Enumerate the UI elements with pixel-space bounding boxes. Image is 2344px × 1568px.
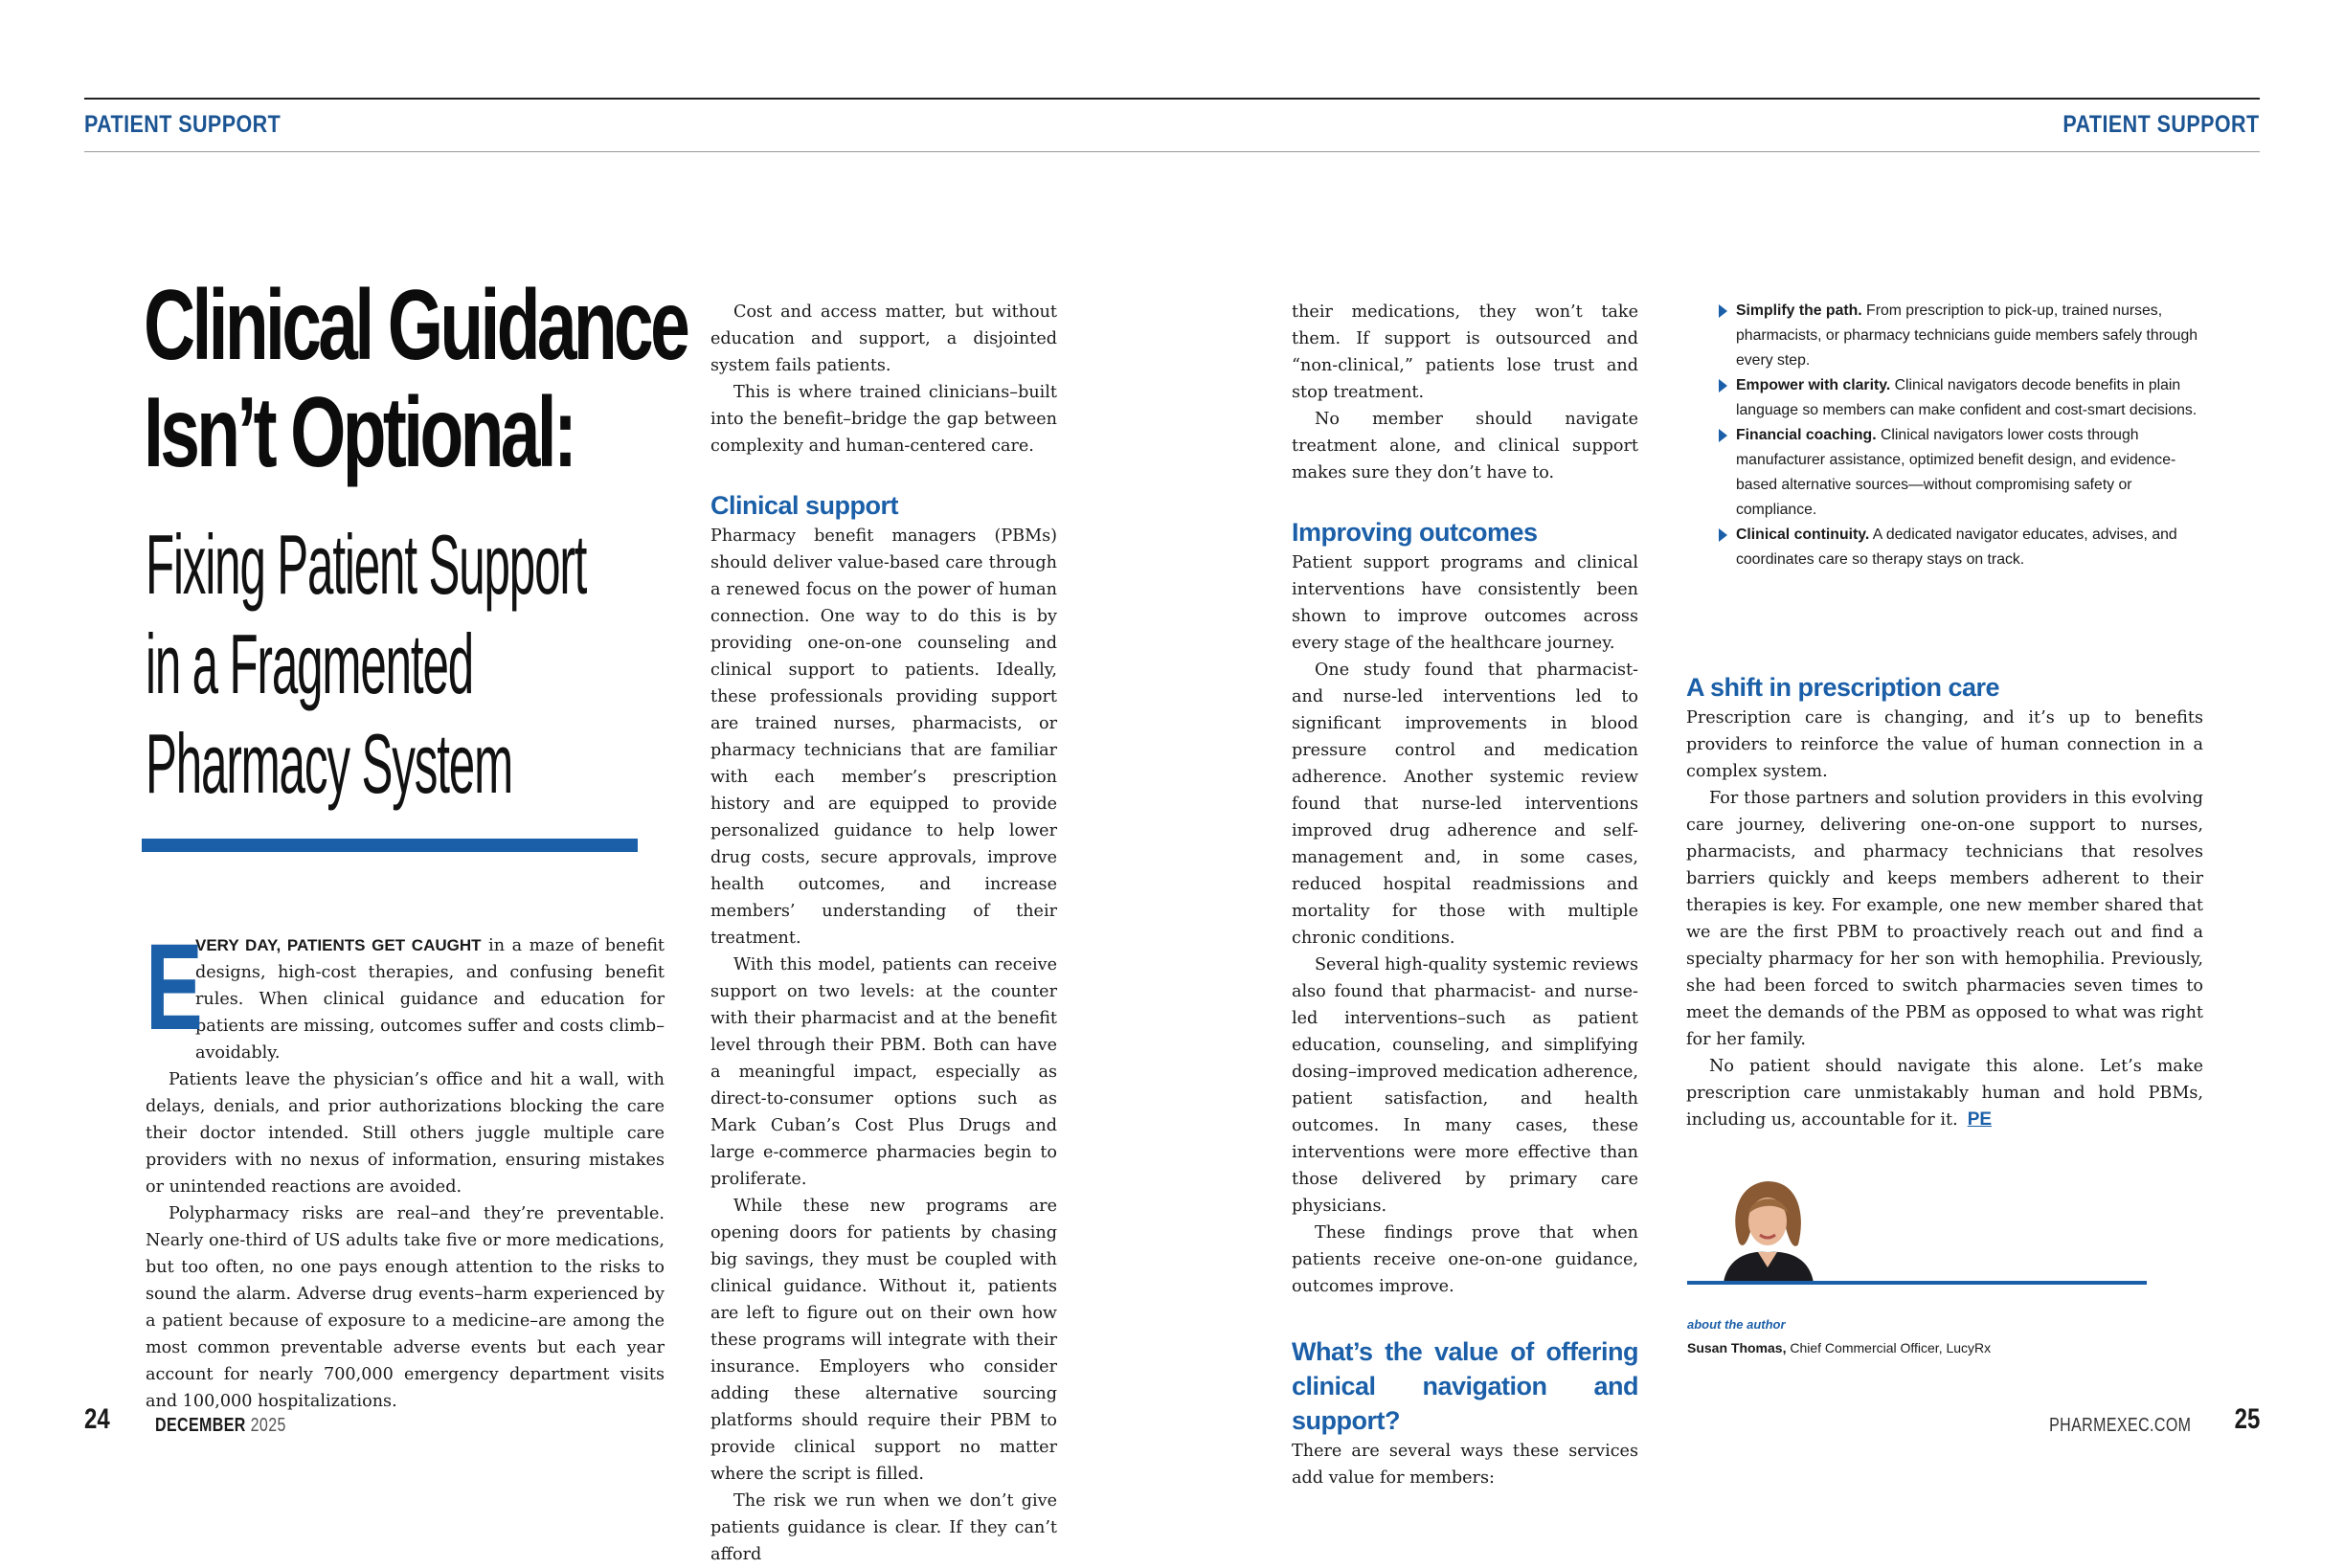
author-portrait-image: [1710, 1176, 1825, 1283]
value-bullet-list: Simplify the path. From prescription to …: [1719, 299, 2207, 572]
list-item: Simplify the path. From prescription to …: [1719, 299, 2207, 373]
end-mark: PE: [1967, 1109, 1993, 1130]
paragraph: No patient should navigate this alone. L…: [1686, 1057, 2203, 1130]
body-column-3: their medications, they won’t take them.…: [1292, 299, 1639, 1491]
lead-in: VERY DAY, PATIENTS GET CAUGHT: [195, 936, 482, 954]
paragraph: No member should navigate treatment alon…: [1292, 410, 1638, 482]
headline-accent-bar: [142, 839, 638, 852]
subhead-shift: A shift in prescription care: [1686, 673, 2000, 702]
paragraph: While these new programs are opening doo…: [710, 1197, 1057, 1484]
page-number-left: 24: [84, 1403, 110, 1435]
about-author-label: about the author: [1687, 1317, 1786, 1332]
paragraph: These findings prove that when patients …: [1292, 1223, 1638, 1296]
paragraph: Prescription care is changing, and it’s …: [1686, 708, 2203, 781]
paragraph: There are several ways these services ad…: [1292, 1442, 1638, 1488]
body-column-4: A shift in prescription care Prescriptio…: [1686, 670, 2203, 1133]
paragraph: Pharmacy benefit managers (PBMs) should …: [710, 526, 1057, 948]
header-bottom-rule: [84, 151, 2260, 152]
triangle-bullet-icon: [1719, 528, 1727, 542]
paragraph: One study found that pharmacist- and nur…: [1292, 661, 1638, 948]
body-column-2: Cost and access matter, but without educ…: [710, 299, 1057, 1568]
page-number-right: 25: [2234, 1403, 2260, 1435]
list-item: Clinical continuity. A dedicated navigat…: [1719, 523, 2207, 572]
intro-text: in a maze of benefit designs, high-cost …: [195, 936, 665, 1063]
author-photo: [1710, 1176, 1825, 1283]
paragraph: Several high-quality systemic reviews al…: [1292, 955, 1638, 1216]
paragraph: Cost and access matter, but without educ…: [710, 302, 1057, 375]
drop-cap: E: [146, 919, 203, 1056]
subtitle-line-2: in a Fragmented: [146, 616, 474, 711]
subtitle-line-3: Pharmacy System: [146, 716, 513, 811]
paragraph: With this model, patients can receive su…: [710, 955, 1057, 1189]
list-item: Empower with clarity. Clinical navigator…: [1719, 373, 2207, 423]
author-role: Chief Commercial Officer, LucyRx: [1786, 1340, 1992, 1355]
header-top-rule: [84, 98, 2260, 100]
subhead-value: What’s the value of offering clinical na…: [1292, 1337, 1639, 1435]
paragraph: Polypharmacy risks are real–and they’re …: [146, 1204, 665, 1411]
issue-date: DECEMBER 2025: [155, 1415, 286, 1436]
list-item: Financial coaching. Clinical navigators …: [1719, 423, 2207, 523]
triangle-bullet-icon: [1719, 304, 1727, 318]
title-line-1: Clinical Guidance: [144, 270, 690, 381]
subtitle-line-1: Fixing Patient Support: [146, 517, 587, 612]
paragraph: their medications, they won’t take them.…: [1292, 302, 1638, 402]
paragraph: The risk we run when we don’t give patie…: [710, 1491, 1057, 1564]
title-line-2: Isn’t Optional:: [144, 377, 577, 488]
article-title: Clinical Guidance Isn’t Optional:: [144, 270, 690, 488]
author-name: Susan Thomas,: [1687, 1340, 1787, 1355]
paragraph: For those partners and solution provider…: [1686, 789, 2203, 1049]
triangle-bullet-icon: [1719, 429, 1727, 442]
triangle-bullet-icon: [1719, 379, 1727, 392]
article-subtitle: Fixing Patient Support in a Fragmented P…: [146, 515, 587, 814]
paragraph: Patient support programs and clinical in…: [1292, 553, 1638, 653]
paragraph: Patients leave the physician’s office an…: [146, 1070, 665, 1197]
author-divider: [1687, 1281, 2147, 1285]
section-label-left: PATIENT SUPPORT: [84, 111, 282, 138]
author-credit: Susan Thomas, Chief Commercial Officer, …: [1687, 1340, 1991, 1355]
paragraph: This is where trained clinicians–built i…: [710, 383, 1057, 456]
site-url: PHARMEXEC.COM: [2048, 1415, 2191, 1436]
section-label-right: PATIENT SUPPORT: [2062, 111, 2260, 138]
subhead-improving-outcomes: Improving outcomes: [1292, 518, 1538, 547]
subhead-clinical-support: Clinical support: [710, 491, 899, 520]
